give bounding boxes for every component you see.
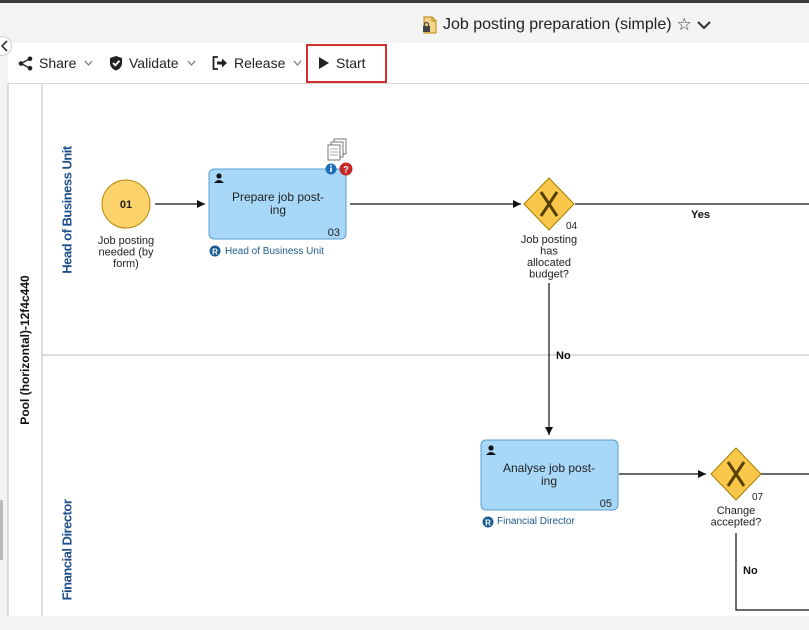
task-03-title-2: ing bbox=[270, 203, 286, 217]
start-event-number: 01 bbox=[120, 199, 132, 211]
validate-label: Validate bbox=[129, 55, 179, 71]
role-badge-icon: R bbox=[209, 245, 221, 257]
gateway-07-label-2: accepted? bbox=[711, 517, 762, 529]
task-05-role[interactable]: Financial Director bbox=[497, 516, 575, 527]
start-button-highlight bbox=[306, 44, 387, 83]
info-icon[interactable] bbox=[325, 163, 337, 175]
top-window-strip bbox=[0, 0, 809, 3]
task-03-title-1: Prepare job post- bbox=[232, 190, 324, 204]
diagram-title: Job posting preparation (simple) ☆ bbox=[422, 14, 711, 36]
lane-label-financial-director: Financial Director bbox=[52, 470, 82, 630]
chevron-left-icon[interactable] bbox=[0, 36, 12, 56]
gateway-04[interactable] bbox=[523, 177, 575, 231]
gateway-07[interactable] bbox=[710, 447, 762, 501]
chevron-down-icon bbox=[187, 60, 196, 66]
toolbar: Share Validate Release bbox=[8, 43, 809, 84]
start-label: Start bbox=[336, 55, 366, 71]
diagram-canvas[interactable] bbox=[8, 84, 809, 616]
gateway-04-label-1: Job posting bbox=[521, 234, 577, 246]
document-lock-icon bbox=[422, 16, 438, 34]
lane-label-text: Financial Director bbox=[59, 499, 75, 601]
scroll-handle[interactable] bbox=[0, 500, 3, 560]
flow-label-no: No bbox=[556, 350, 571, 362]
star-outline-icon[interactable]: ☆ bbox=[676, 15, 692, 34]
gateway-04-label-2: has bbox=[540, 246, 558, 258]
title-text: Job posting preparation (simple) bbox=[443, 16, 672, 33]
task-03-number: 03 bbox=[328, 227, 340, 239]
user-icon bbox=[486, 445, 496, 455]
lane-label-text: Head of Business Unit bbox=[59, 146, 75, 274]
gateway-07-label-1: Change bbox=[717, 505, 756, 517]
pool-label: Pool (horizontal)-12f4c440 bbox=[10, 84, 40, 616]
shield-check-icon bbox=[109, 55, 123, 71]
gateway-04-number: 04 bbox=[566, 221, 578, 232]
share-button[interactable]: Share bbox=[18, 43, 93, 83]
svg-text:R: R bbox=[485, 519, 491, 528]
gateway-04-label-3: allocated bbox=[527, 257, 571, 269]
pool-label-text: Pool (horizontal)-12f4c440 bbox=[18, 275, 32, 425]
lane-label-head-of-business-unit: Head of Business Unit bbox=[52, 110, 82, 310]
gateway-04-label-4: budget? bbox=[529, 269, 569, 281]
share-label: Share bbox=[39, 55, 77, 71]
task-03-role[interactable]: Head of Business Unit bbox=[225, 246, 324, 257]
chevron-down-icon[interactable] bbox=[697, 15, 711, 35]
bpmn-diagram: ? R R 01 Job posting needed (by form) Pr… bbox=[7, 84, 809, 616]
start-button[interactable]: Start bbox=[318, 43, 366, 83]
role-badge-icon: R bbox=[482, 516, 494, 528]
validate-button[interactable]: Validate bbox=[109, 43, 196, 83]
svg-text:?: ? bbox=[343, 165, 349, 175]
release-button[interactable]: Release bbox=[212, 43, 302, 83]
start-event-label-3: form) bbox=[113, 258, 139, 270]
documents-icon bbox=[327, 138, 347, 161]
task-05-number: 05 bbox=[600, 498, 612, 510]
chevron-down-icon bbox=[293, 60, 302, 66]
chevron-down-icon bbox=[84, 60, 93, 66]
start-event-label-1: Job posting bbox=[98, 235, 154, 247]
title-bar: Job posting preparation (simple) ☆ bbox=[0, 3, 809, 43]
gateway-07-number: 07 bbox=[752, 492, 764, 503]
question-icon[interactable]: ? bbox=[339, 162, 353, 176]
flow-label-yes: Yes bbox=[691, 209, 710, 221]
flow-gw07-no[interactable] bbox=[735, 533, 809, 611]
task-05-title-2: ing bbox=[541, 474, 557, 488]
play-icon bbox=[318, 56, 330, 70]
share-icon bbox=[18, 56, 33, 71]
start-event-label-2: needed (by bbox=[98, 247, 154, 259]
sign-out-icon bbox=[212, 56, 228, 70]
flow-label-no: No bbox=[743, 565, 758, 577]
release-label: Release bbox=[234, 55, 286, 71]
start-event[interactable] bbox=[101, 179, 151, 229]
task-prepare-job-posting[interactable] bbox=[208, 168, 347, 240]
task-analyse-job-posting[interactable] bbox=[480, 439, 619, 511]
svg-text:R: R bbox=[212, 248, 218, 257]
task-05-title-1: Analyse job post- bbox=[503, 461, 595, 475]
user-icon bbox=[214, 173, 224, 183]
